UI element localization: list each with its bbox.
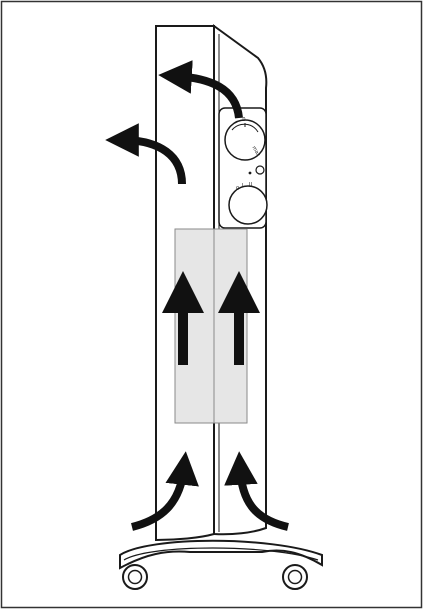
dial-bottom-mark-1: I	[242, 183, 243, 189]
indicator-light	[255, 165, 265, 175]
caster-wheel-right	[282, 564, 308, 590]
airflow-exhaust-arrow-left	[105, 123, 186, 185]
thermostat-dial: 0 max	[224, 117, 266, 161]
dial-bottom-mark-2: II	[249, 182, 252, 188]
airflow-exhaust-arrow-top	[158, 60, 243, 119]
airflow-intake-arrow-left	[130, 451, 199, 531]
mode-dial: 0 I II	[228, 182, 268, 225]
airflow-intake-arrow-right	[224, 451, 289, 531]
dial-top-mark-zero: 0	[242, 117, 245, 123]
dial-top-mark-max: max	[251, 145, 262, 157]
dial-bottom-mark-0: 0	[236, 186, 239, 192]
heater-stand-inner	[123, 547, 319, 561]
caster-wheel-left	[122, 564, 148, 590]
indicator-dot	[248, 171, 252, 175]
